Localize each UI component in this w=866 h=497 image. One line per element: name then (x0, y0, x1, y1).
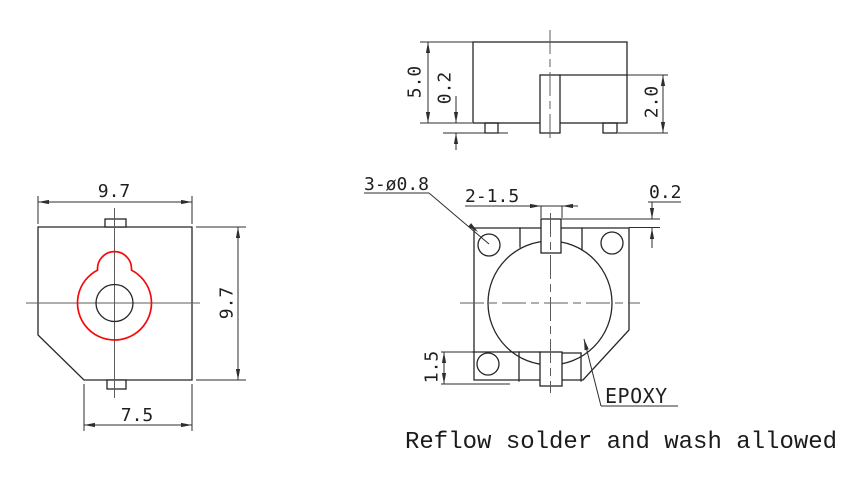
bottom-terminal-tab (106, 379, 127, 390)
arrowhead (84, 422, 95, 428)
arrowhead (453, 133, 459, 144)
leader-line (583, 338, 602, 407)
dim-pad-width: 2-1.5 (465, 186, 578, 218)
top-terminal-tab (104, 218, 127, 228)
pads-label: 2-1.5 (465, 186, 519, 207)
callout-epoxy: EPOXY (583, 338, 678, 408)
pad-protrusion-label: 0.2 (649, 182, 682, 203)
dim-label-height-right: 9.7 (217, 287, 238, 320)
arrowhead (562, 203, 573, 209)
package-outline (37, 226, 193, 381)
mounting-hole (477, 233, 501, 257)
epoxy-label: EPOXY (605, 384, 668, 408)
sound-hole (95, 283, 134, 323)
holes-label: 3-ø0.8 (364, 174, 429, 195)
arrowhead (468, 223, 478, 232)
dim-pad-protrusion: 0.2 (561, 182, 682, 248)
arrowhead (660, 75, 666, 86)
arrowhead (38, 199, 49, 205)
arrowhead (425, 42, 431, 53)
dim-label-terminal-height: 2.0 (642, 86, 663, 119)
base-outline (473, 227, 630, 381)
dim-standoff: 0.2 (435, 72, 508, 150)
bottom-view: 3-ø0.8 2-1.5 0.2 (364, 174, 682, 408)
dim-body-height: 5.0 (405, 41, 473, 124)
dim-height-right: 9.7 (196, 226, 246, 381)
arrowhead (649, 228, 655, 239)
left-foot-pad (484, 122, 499, 134)
callout-holes: 3-ø0.8 (364, 174, 490, 245)
caption-note: Reflow solder and wash allowed (405, 429, 837, 456)
arrowhead (235, 369, 241, 380)
right-foot-pad (602, 122, 618, 134)
mounting-hole (476, 352, 500, 376)
dim-label-standoff: 0.2 (435, 72, 456, 105)
arrowhead (181, 422, 192, 428)
dim-width-bottom: 7.5 (83, 384, 193, 431)
leader-line (428, 192, 490, 245)
dim-label-width-top: 9.7 (98, 181, 131, 202)
arrowhead (453, 112, 459, 123)
dim-width-top: 9.7 (37, 181, 193, 224)
dim-label-body-height: 5.0 (405, 66, 426, 99)
arrowhead (235, 227, 241, 238)
arrowhead (441, 373, 447, 384)
side-view: 5.0 0.2 2.0 (405, 30, 668, 150)
sound-port-gasket-outline (76, 250, 153, 341)
dim-label-width-bottom: 7.5 (121, 405, 154, 426)
arrowhead (530, 203, 541, 209)
dim-terminal-height: 2.0 (618, 74, 668, 134)
arrowhead (441, 352, 447, 363)
arrowhead (649, 208, 655, 219)
arrowhead (660, 122, 666, 133)
arrowhead (584, 339, 589, 351)
dim-label-pad-strip: 1.5 (422, 351, 443, 384)
top-view: 9.7 9.7 7.5 (26, 181, 246, 431)
mounting-hole (600, 231, 624, 255)
dim-pad-strip: 1.5 (422, 351, 510, 385)
arrowhead (425, 112, 431, 123)
arrowhead (181, 199, 192, 205)
